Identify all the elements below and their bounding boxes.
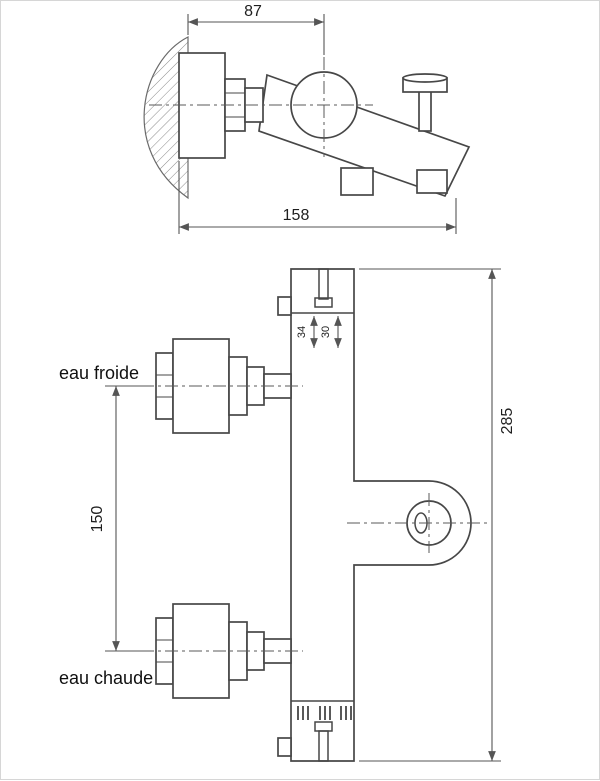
cold-hex-facets	[156, 374, 173, 398]
dim-value-158: 158	[283, 207, 310, 224]
hot-hex-facets	[156, 639, 173, 663]
label-hot-water: eau chaude	[59, 668, 153, 688]
dimension-158: 158	[178, 161, 457, 234]
label-cold-water: eau froide	[59, 363, 139, 383]
dim-value-34: 34	[296, 326, 308, 338]
diverter-knob	[402, 73, 448, 132]
cold-handle-assembly	[141, 338, 303, 434]
dim-value-285: 285	[499, 408, 516, 435]
wall-hatch-section	[143, 36, 189, 200]
outlet-boss	[347, 493, 491, 553]
front-view: 34 30	[59, 268, 516, 762]
hot-handle-assembly	[141, 603, 303, 699]
dimension-285: 285	[359, 268, 516, 762]
top-cap-details	[277, 268, 333, 316]
dimension-87: 87	[187, 3, 325, 55]
dim-value-150: 150	[89, 506, 106, 533]
detail-dimensions: 34 30	[296, 316, 342, 348]
knurling-ticks	[297, 706, 352, 720]
mounting-nut-facets	[225, 92, 245, 118]
dim-value-87: 87	[244, 3, 262, 20]
dim-value-30: 30	[320, 326, 332, 338]
mixer-body-front	[290, 268, 472, 762]
spout-aerator	[416, 169, 448, 194]
side-view: 87 158	[143, 3, 471, 234]
bottom-cap-details	[277, 706, 352, 762]
shower-outlet-port	[340, 167, 374, 196]
dimension-150: 150	[89, 385, 151, 652]
